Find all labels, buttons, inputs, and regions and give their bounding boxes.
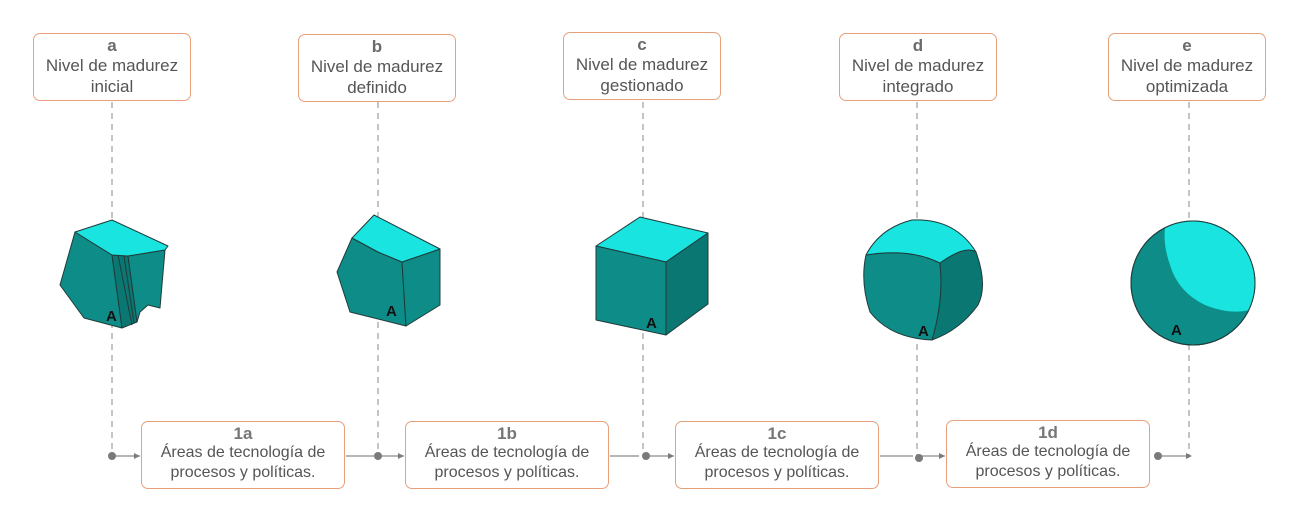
shape-b-polyhedron	[336, 214, 441, 327]
shape-c-label: A	[646, 315, 657, 332]
level-box-a: a Nivel de madurez inicial	[33, 33, 191, 101]
transition-box-1d: 1d Áreas de tecnología de procesos y pol…	[946, 420, 1150, 488]
shape-c-cube	[595, 216, 709, 336]
arrow-head-1c	[668, 453, 674, 459]
transition-box-1c: 1c Áreas de tecnología de procesos y pol…	[675, 421, 879, 489]
shape-e-label: A	[1171, 322, 1182, 339]
transition-code: 1c	[767, 424, 787, 443]
node-dot-c	[642, 452, 650, 460]
shape-d-rounded-cube	[863, 219, 983, 341]
level-box-d: d Nivel de madurez integrado	[839, 33, 997, 101]
level-title: Nivel de madurez	[1120, 56, 1254, 75]
arrow-head-1a	[134, 453, 140, 459]
level-box-b: b Nivel de madurez definido	[298, 34, 456, 102]
level-title: Nivel de madurez	[575, 55, 709, 74]
shape-b-label: A	[386, 303, 397, 320]
level-subtitle: definido	[347, 78, 407, 97]
shape-e-sphere	[1130, 220, 1256, 346]
node-dot-d	[915, 454, 923, 462]
level-title: Nivel de madurez	[45, 56, 179, 75]
node-dot-e	[1154, 452, 1162, 460]
level-letter: e	[1182, 36, 1192, 55]
transition-line2: procesos y políticas.	[704, 464, 850, 481]
transition-code: 1a	[233, 424, 253, 443]
level-letter: a	[107, 36, 117, 55]
transition-line1: Áreas de tecnología de	[160, 444, 326, 461]
arrow-head-1b	[398, 453, 404, 459]
shape-a-irregular-polyhedron	[59, 219, 169, 329]
transition-code: 1d	[1038, 423, 1058, 442]
level-subtitle: inicial	[90, 77, 134, 96]
level-letter: d	[912, 36, 924, 55]
shape-a-label: A	[106, 308, 117, 325]
transition-line2: procesos y políticas.	[975, 463, 1121, 480]
level-subtitle: gestionado	[600, 76, 684, 95]
level-title: Nivel de madurez	[851, 56, 985, 75]
level-box-e: e Nivel de madurez optimizada	[1108, 33, 1266, 101]
arrow-head-1d	[939, 453, 945, 459]
transition-line1: Áreas de tecnología de	[694, 444, 860, 461]
level-subtitle: integrado	[882, 77, 954, 96]
transition-line1: Áreas de tecnología de	[965, 443, 1131, 460]
transition-line1: Áreas de tecnología de	[424, 444, 590, 461]
shape-d-label: A	[918, 323, 929, 340]
level-letter: b	[371, 37, 383, 56]
node-dot-b	[374, 452, 382, 460]
transition-box-1b: 1b Áreas de tecnología de procesos y pol…	[405, 421, 609, 489]
arrow-head-e	[1186, 453, 1192, 459]
level-subtitle: optimizada	[1145, 77, 1229, 96]
level-title: Nivel de madurez	[310, 57, 444, 76]
level-box-c: c Nivel de madurez gestionado	[563, 32, 721, 100]
transition-code: 1b	[497, 424, 517, 443]
level-letter: c	[637, 35, 647, 54]
node-dot-a	[108, 452, 116, 460]
transition-line2: procesos y políticas.	[434, 464, 580, 481]
transition-line2: procesos y políticas.	[170, 464, 316, 481]
transition-box-1a: 1a Áreas de tecnología de procesos y pol…	[141, 421, 345, 489]
